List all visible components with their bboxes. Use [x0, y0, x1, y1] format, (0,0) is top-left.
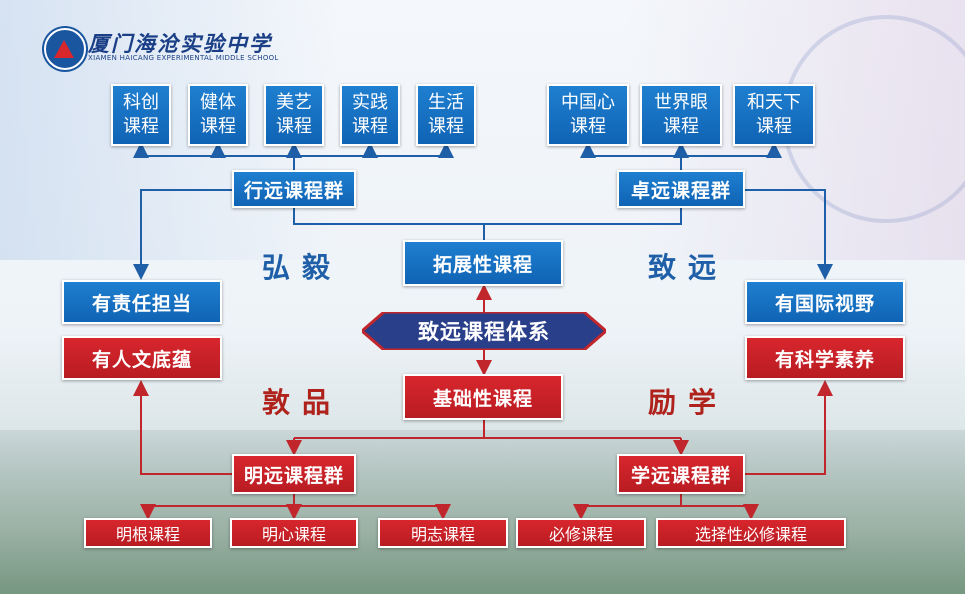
course-zhongguoxin: 中国心 课程	[547, 84, 629, 146]
motto-lixue: 励学	[648, 386, 729, 419]
course-xuanzexing-bixiu: 选择性必修课程	[656, 518, 846, 548]
group-xueyuan: 学远课程群	[617, 454, 745, 494]
course-mingzhi: 明志课程	[378, 518, 508, 548]
course-shijian: 实践 课程	[340, 84, 400, 146]
course-system-title: 致远课程体系	[418, 320, 550, 344]
campus-photo-backdrop	[0, 430, 965, 594]
motto-dunpin: 敦品	[262, 386, 343, 419]
motto-zhiyuan: 致远	[648, 251, 729, 284]
extended-courses: 拓展性课程	[403, 240, 563, 286]
course-mingxin: 明心课程	[230, 518, 358, 548]
basic-courses: 基础性课程	[403, 374, 563, 420]
course-system-banner	[362, 312, 606, 350]
school-name-cn: 厦门海沧实验中学	[88, 31, 272, 56]
group-xingyuan: 行远课程群	[232, 170, 356, 208]
course-keichuang: 科创 课程	[111, 84, 171, 146]
course-jianti: 健体 课程	[188, 84, 248, 146]
course-shijieyan: 世界眼 课程	[640, 84, 722, 146]
motto-hongyi: 弘毅	[262, 251, 343, 284]
quality-science: 有科学素养	[745, 336, 905, 380]
course-minggen: 明根课程	[84, 518, 212, 548]
school-logo-icon	[44, 28, 86, 70]
group-mingyuan: 明远课程群	[232, 454, 356, 494]
course-shenghuo: 生活 课程	[416, 84, 476, 146]
course-hetianxia: 和天下 课程	[733, 84, 815, 146]
course-bixiu: 必修课程	[516, 518, 646, 548]
quality-global-vision: 有国际视野	[745, 280, 905, 324]
quality-responsibility: 有责任担当	[62, 280, 222, 324]
group-zhuoyuan: 卓远课程群	[617, 170, 745, 208]
quality-humanities: 有人文底蕴	[62, 336, 222, 380]
course-meiyi: 美艺 课程	[264, 84, 324, 146]
school-name-en: XIAMEN HAICANG EXPERIMENTAL MIDDLE SCHOO…	[88, 54, 279, 62]
